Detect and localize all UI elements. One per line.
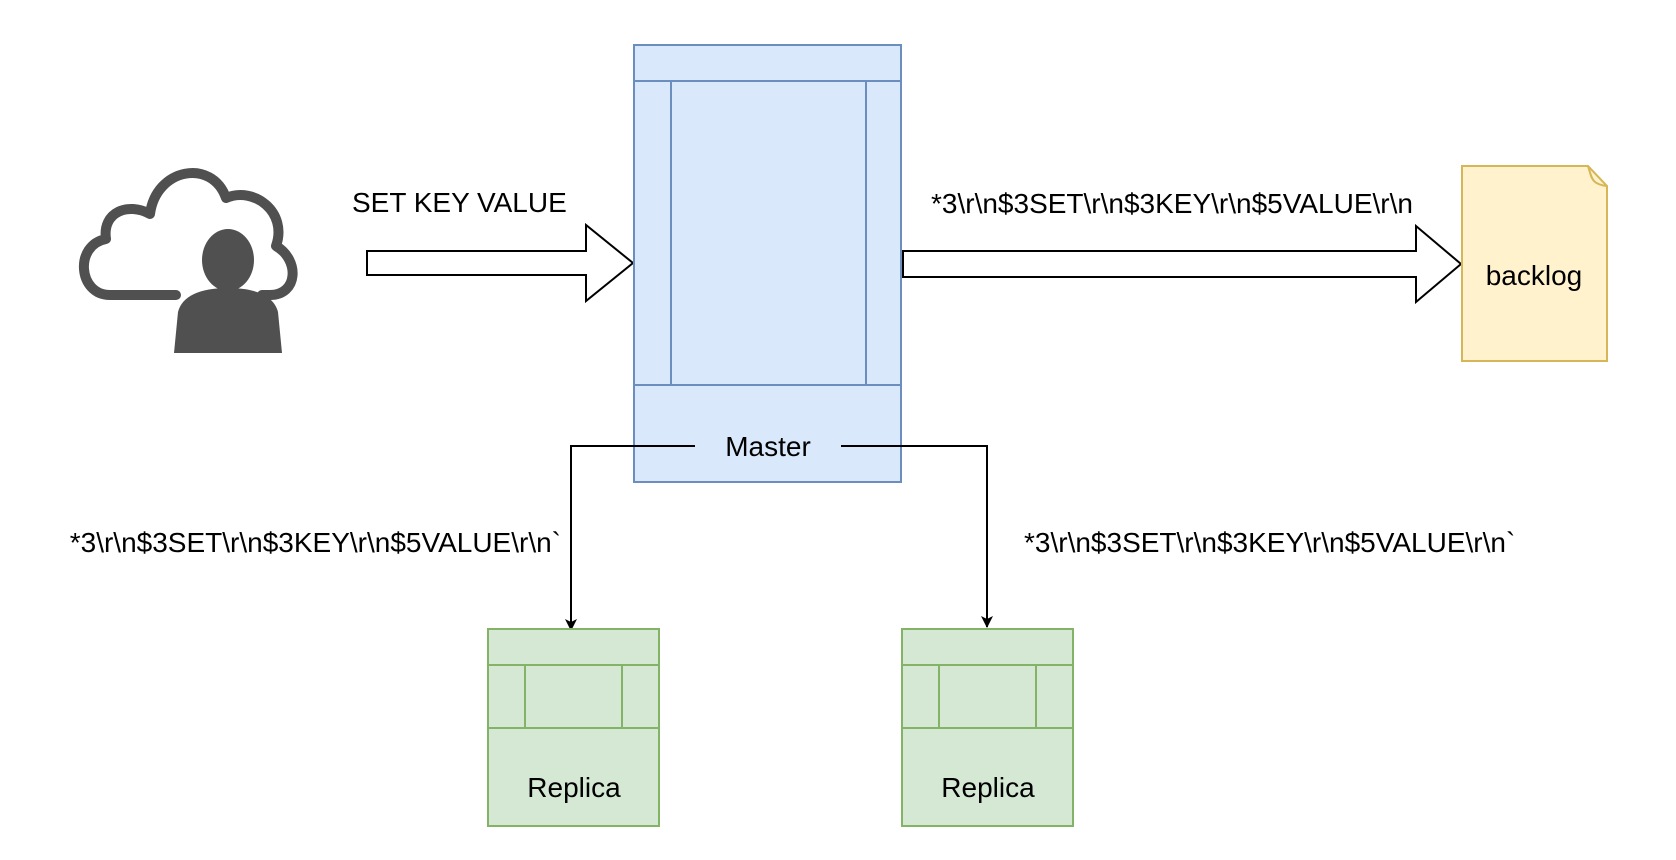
backlog-document (1461, 165, 1608, 362)
backlog-body (1461, 165, 1608, 362)
master-to-replica-left-connector (565, 445, 695, 631)
master-label: Master (725, 431, 811, 462)
replica-node-right (901, 628, 1074, 827)
replica-right-command-label: *3\r\n$3SET\r\n$3KEY\r\n$5VALUE\r\n` (1024, 527, 1515, 558)
user-body (174, 288, 282, 353)
backlog-label: backlog (1486, 260, 1583, 291)
backlog-fold (1587, 165, 1608, 187)
replica-left-label: Replica (527, 772, 621, 803)
master-body (633, 44, 902, 483)
cloud-user-icon (78, 168, 298, 353)
command-label: SET KEY VALUE (352, 187, 567, 218)
client-to-master-arrow (366, 222, 635, 304)
user-head-shape (202, 229, 254, 291)
backlog-command-label: *3\r\n$3SET\r\n$3KEY\r\n$5VALUE\r\n (931, 188, 1413, 219)
master-node (633, 44, 902, 483)
replica-node-left (487, 628, 660, 827)
replica-left-command-label: *3\r\n$3SET\r\n$3KEY\r\n$5VALUE\r\n` (70, 527, 561, 558)
master-to-backlog-arrow (902, 223, 1463, 305)
master-to-replica-right-connector (841, 445, 993, 628)
cloud-outline (78, 168, 298, 300)
replica-right-label: Replica (941, 772, 1035, 803)
